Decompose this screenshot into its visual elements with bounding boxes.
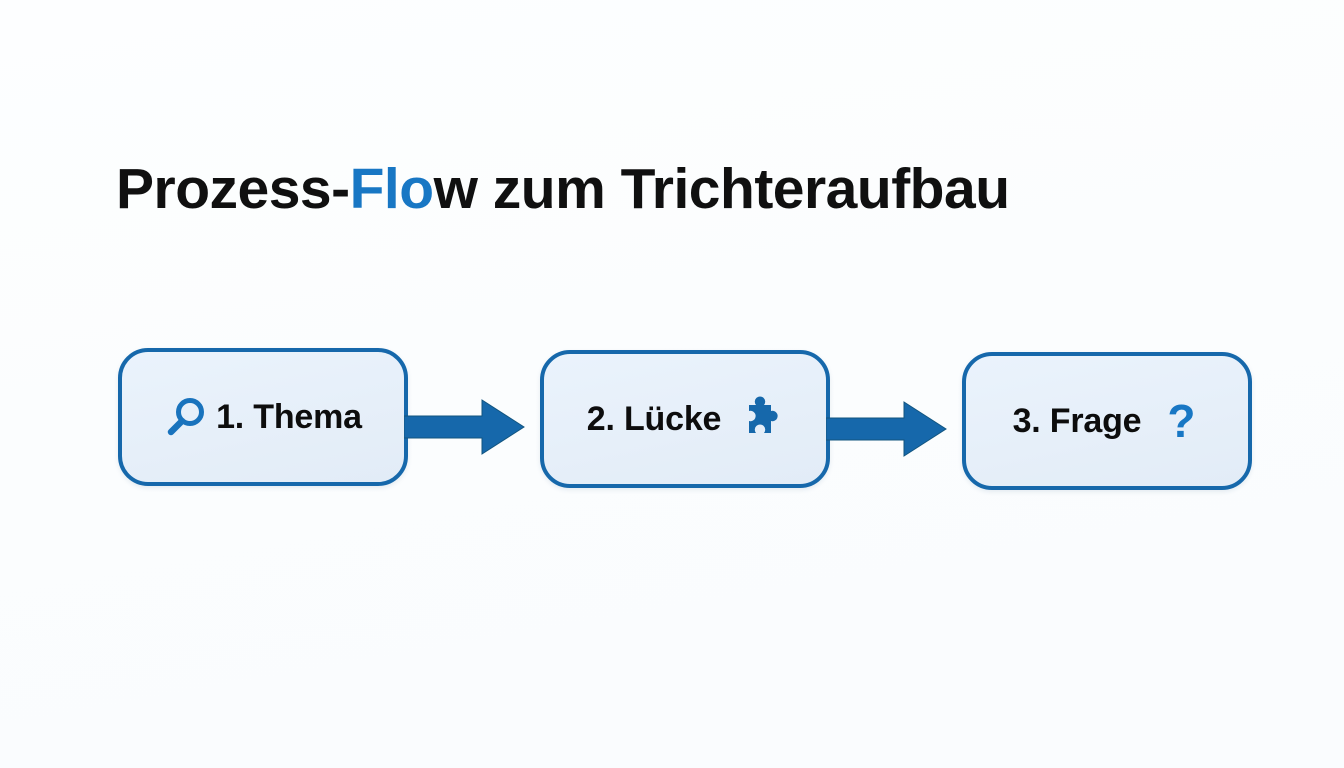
title-part-after: w zum Trichteraufbau (433, 157, 1010, 221)
flow-arrow-1 (403, 396, 526, 458)
flow-step-3-frage[interactable]: 3. Frage ? (962, 352, 1252, 490)
flow-step-2-luecke[interactable]: 2. Lücke (540, 350, 830, 488)
question-mark-icon: ? (1167, 395, 1196, 447)
title-part-accent: Flo (349, 157, 434, 221)
flow-step-2-label: 2. Lücke (586, 399, 722, 438)
title-part-before: Prozess- (116, 157, 350, 221)
flow-step-1-thema[interactable]: 1. Thema (118, 348, 408, 486)
page-title: Prozess-Flow zum Trichteraufbau (116, 157, 1010, 221)
magnifier-icon (164, 395, 208, 439)
process-flow-diagram: 1. Thema 2. Lücke 3. Frage ? (0, 348, 1344, 490)
flow-step-1-label: 1. Thema (216, 397, 362, 436)
flow-arrow-2 (825, 398, 948, 460)
flow-step-3-label: 3. Frage (1012, 401, 1142, 440)
puzzle-piece-icon (737, 396, 783, 442)
